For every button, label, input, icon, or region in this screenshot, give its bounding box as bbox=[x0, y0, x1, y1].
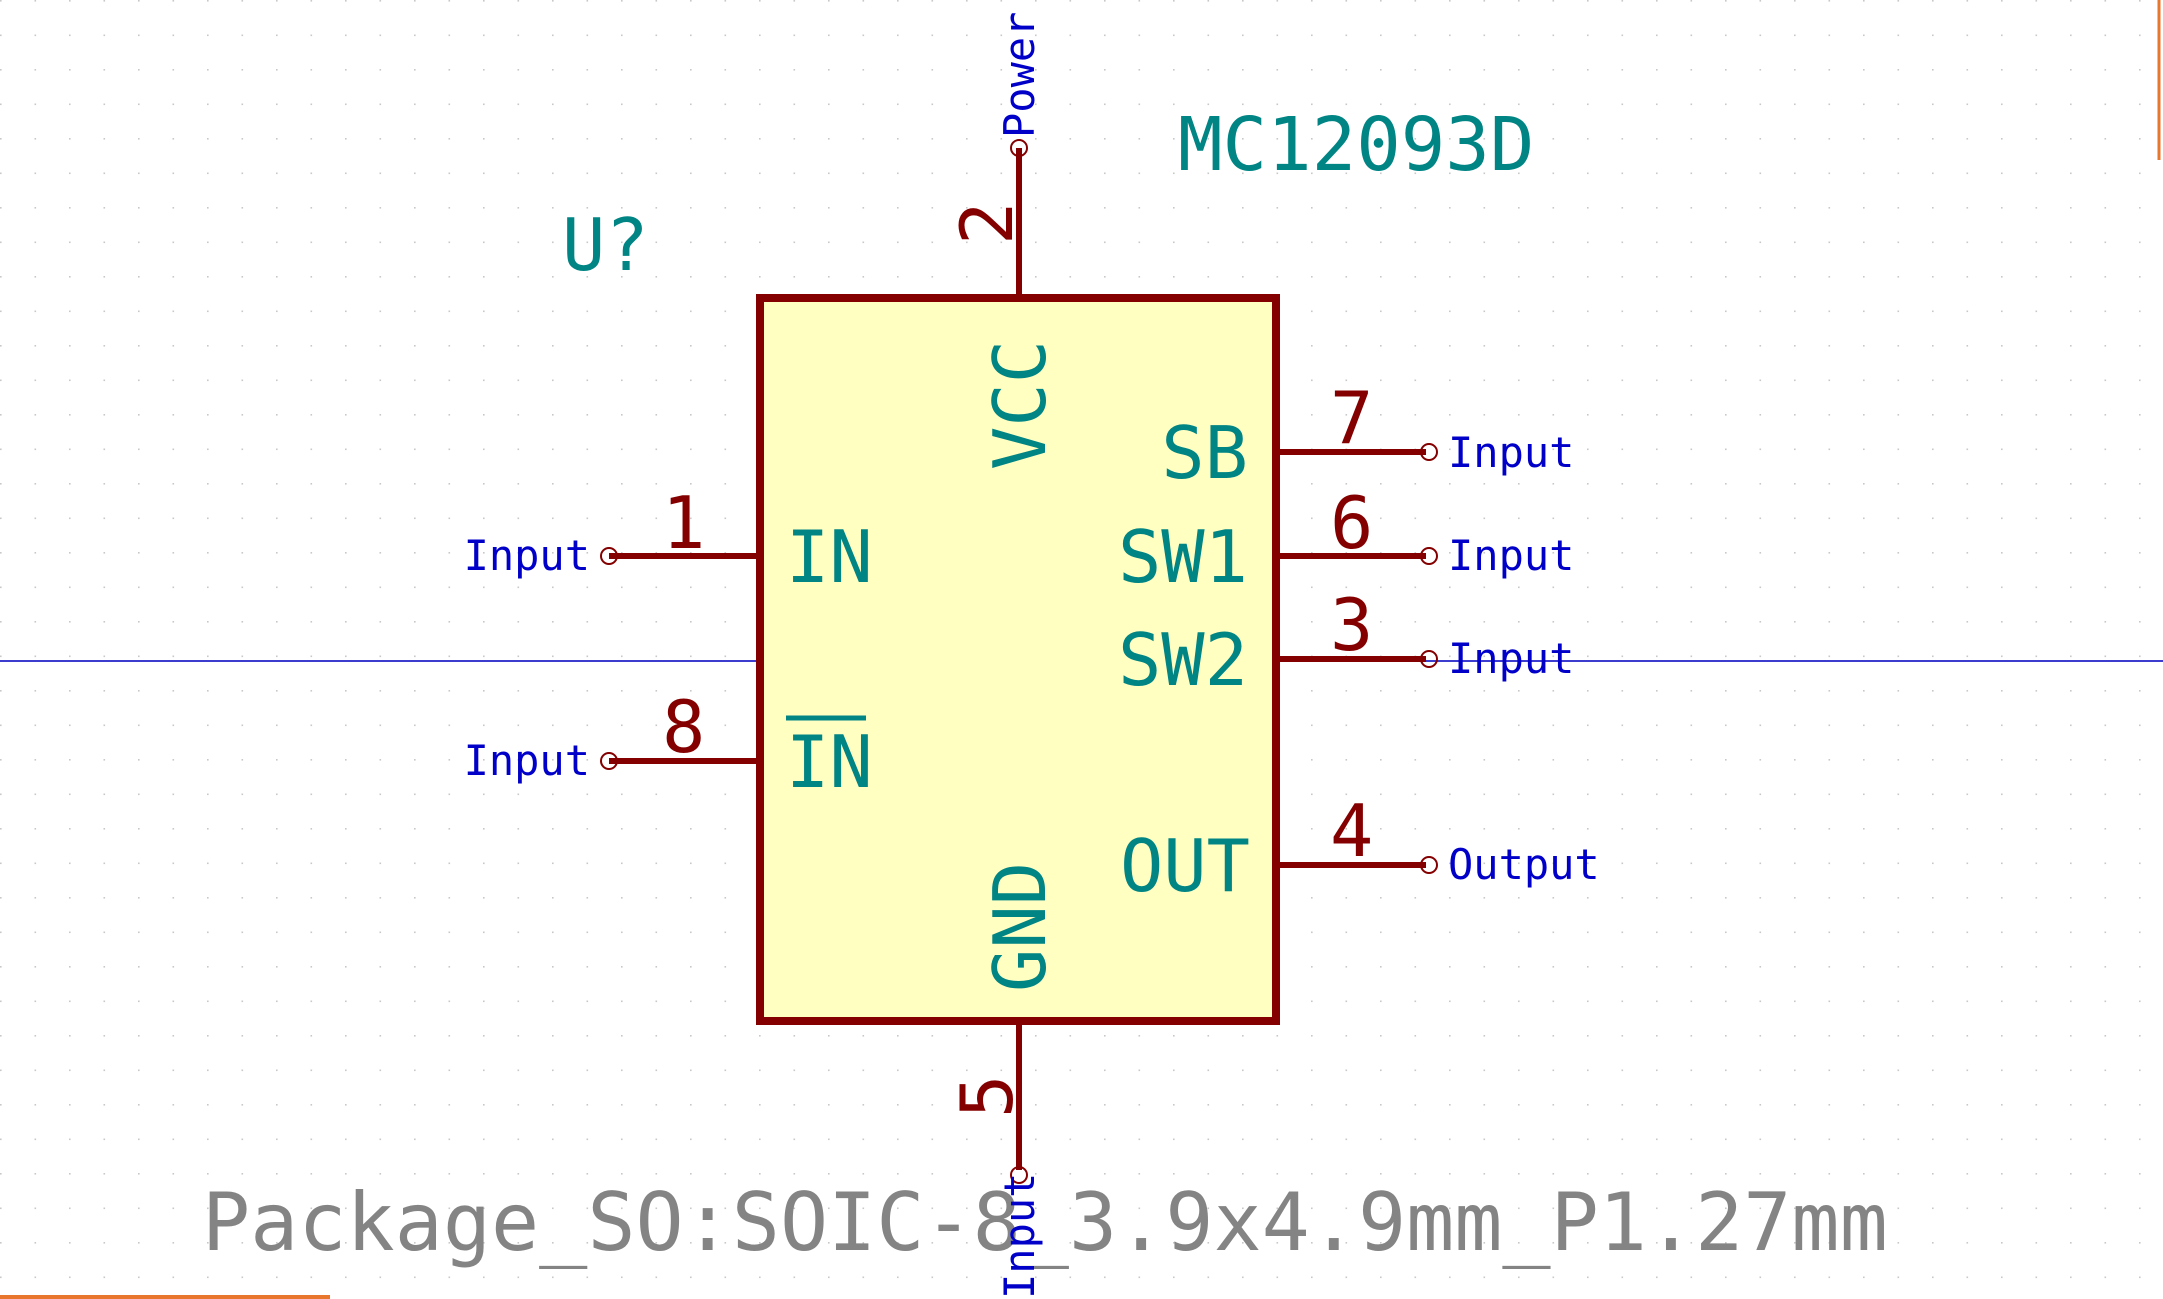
pin-type-1: Input bbox=[464, 531, 590, 580]
pin-number-3: 3 bbox=[1330, 583, 1373, 667]
pin-number-6: 6 bbox=[1330, 481, 1373, 565]
pin-number-2: 2 bbox=[945, 202, 1029, 245]
pin-number-5: 5 bbox=[945, 1075, 1029, 1118]
pin-type-8: Input bbox=[464, 736, 590, 785]
pin-names: VCC SB IN SW1 SW2 IN OUT GND bbox=[786, 340, 1250, 992]
pin-5-end-circle bbox=[1010, 1166, 1028, 1184]
pin-type-labels: Power Input Input Input Input Input Outp… bbox=[464, 12, 1600, 1299]
pin-1-end-circle bbox=[600, 547, 618, 565]
pin-type-2: Power bbox=[995, 12, 1044, 138]
pin-name-sw2: SW2 bbox=[1118, 618, 1248, 702]
pin-number-8: 8 bbox=[662, 685, 705, 769]
pin-name-vcc: VCC bbox=[978, 340, 1062, 470]
pin-name-out: OUT bbox=[1120, 824, 1250, 908]
pin-type-7: Input bbox=[1448, 428, 1574, 477]
pin-name-gnd: GND bbox=[978, 862, 1062, 992]
pin-6-end-circle bbox=[1420, 547, 1438, 565]
pin-type-3: Input bbox=[1448, 634, 1574, 683]
pin-lines bbox=[609, 148, 1426, 1170]
pin-end-markers bbox=[600, 139, 1438, 1184]
pin-type-4: Output bbox=[1448, 840, 1600, 889]
pin-type-6: Input bbox=[1448, 531, 1574, 580]
reference-field[interactable]: U? bbox=[562, 203, 649, 287]
pin-number-1: 1 bbox=[662, 481, 705, 565]
pin-name-in: IN bbox=[786, 515, 873, 599]
pin-8-end-circle bbox=[600, 752, 618, 770]
pin-name-in-inverted: IN bbox=[786, 720, 873, 804]
footprint-field[interactable]: Package_SO:SOIC-8_3.9x4.9mm_P1.27mm bbox=[202, 1176, 1888, 1269]
value-field[interactable]: MC12093D bbox=[1178, 102, 1534, 188]
pin-3-end-circle bbox=[1420, 650, 1438, 668]
pin-name-sw1: SW1 bbox=[1118, 515, 1248, 599]
pin-numbers: 2 7 1 6 3 8 4 5 bbox=[662, 202, 1373, 1118]
pin-4-end-circle bbox=[1420, 856, 1438, 874]
pin-name-sb: SB bbox=[1161, 411, 1248, 495]
pin-number-7: 7 bbox=[1330, 376, 1373, 460]
pin-type-5: Input bbox=[995, 1173, 1044, 1299]
pin-number-4: 4 bbox=[1330, 789, 1373, 873]
pin-2-end-circle bbox=[1010, 139, 1028, 157]
pin-7-end-circle bbox=[1420, 443, 1438, 461]
